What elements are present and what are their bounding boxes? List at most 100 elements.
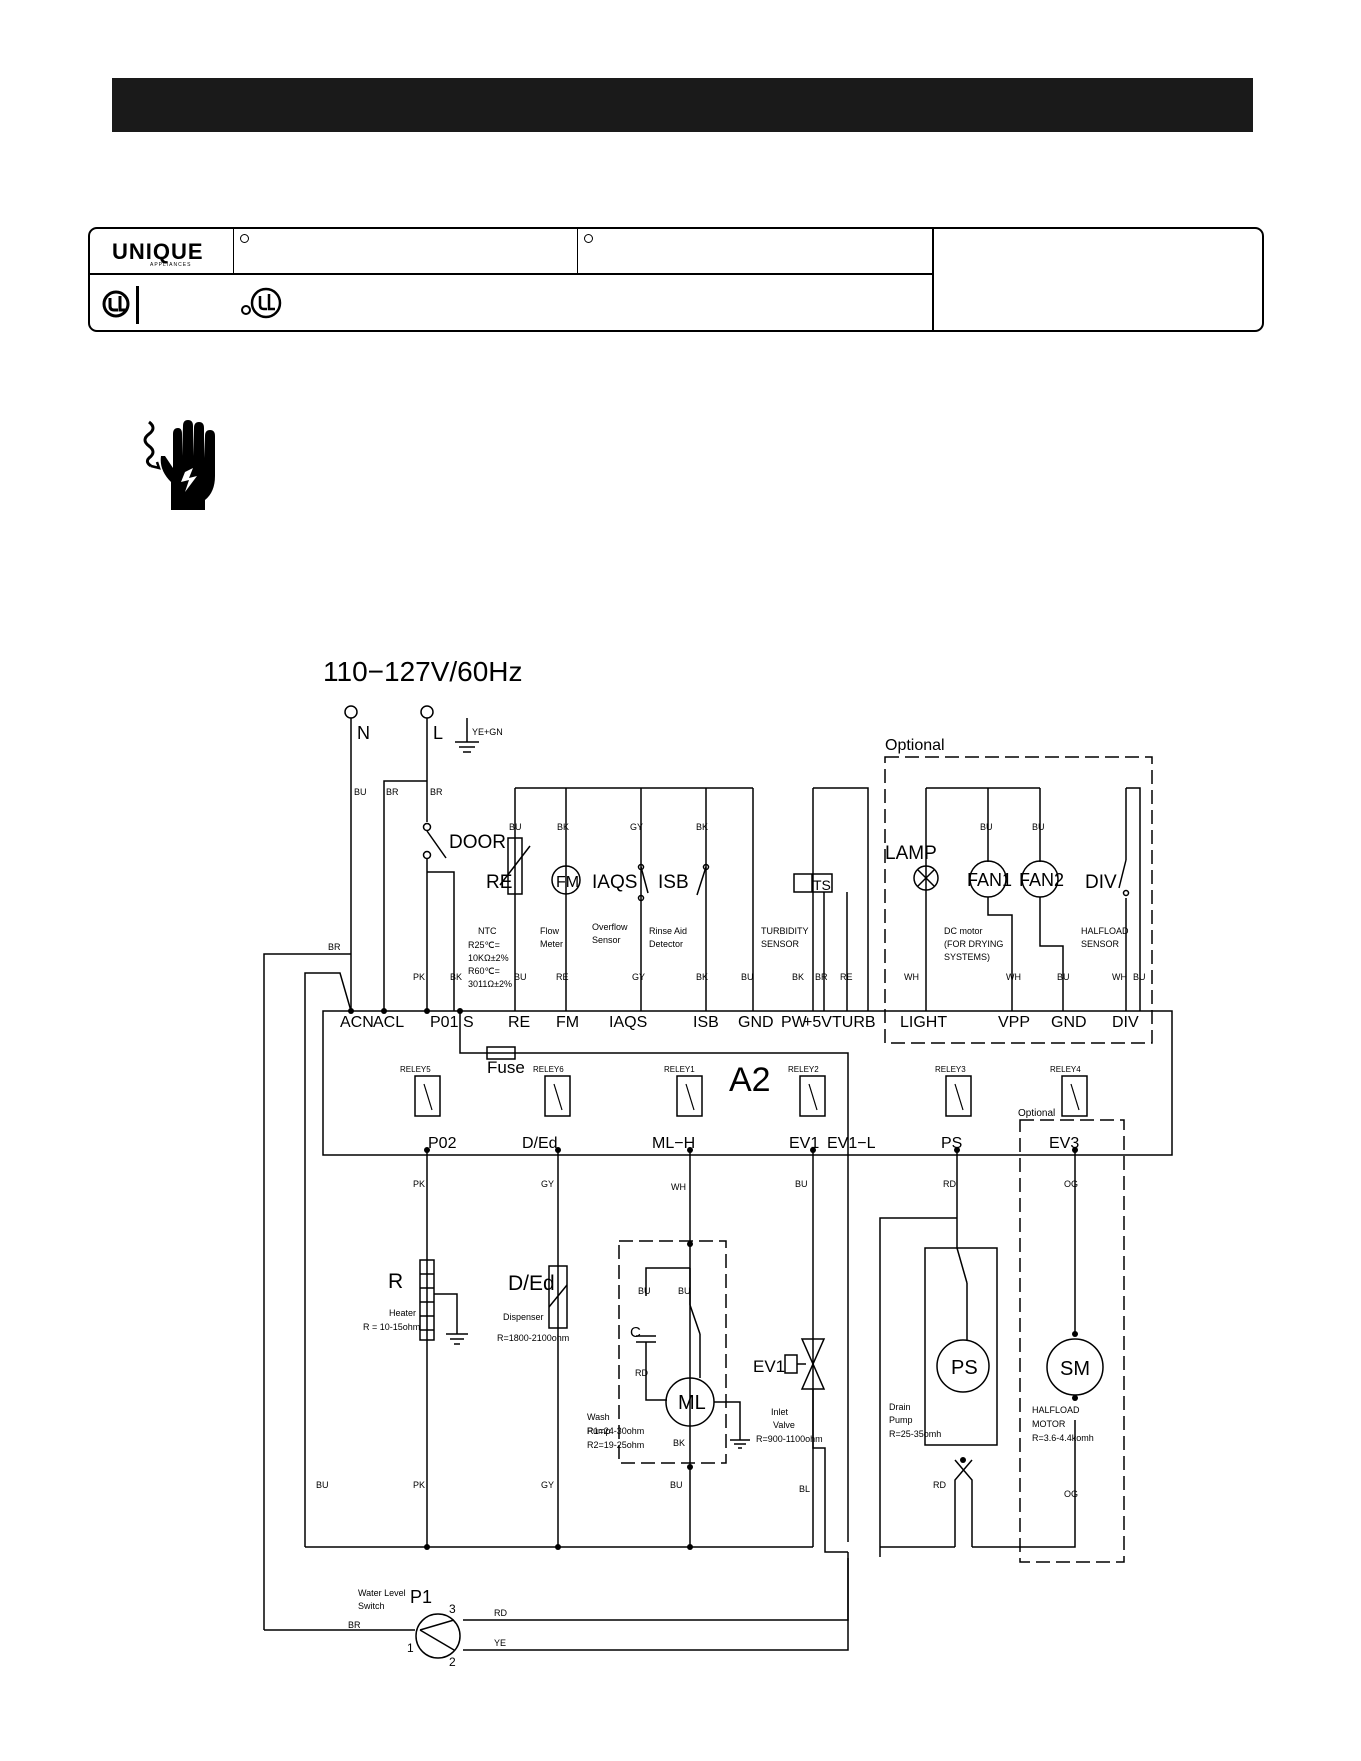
terminal-label: EV1 [789, 1135, 819, 1152]
wire-color-label: BU [638, 1286, 651, 1296]
brand-logo-sub: APPLIANCES [150, 262, 192, 268]
heater-symbol [419, 1259, 435, 1341]
header-divider [233, 229, 234, 273]
terminal-label: IAQS [609, 1014, 647, 1031]
wire-color-label: WH [904, 972, 919, 982]
wire-color-label: OG [1064, 1489, 1078, 1499]
component-label: P1 [410, 1587, 432, 1607]
description-text: Overflow [592, 922, 628, 932]
component-label: IAQS [592, 872, 637, 893]
wire-color-label: RD [494, 1608, 507, 1618]
description-text: Wash [587, 1412, 610, 1422]
description-text: Heater [389, 1308, 416, 1318]
description-text: Drain [889, 1402, 911, 1412]
wire-color-label: WH [1006, 972, 1021, 982]
ring-icon [584, 234, 593, 243]
description-text: Pump [889, 1415, 913, 1425]
component-label: EV1 [753, 1357, 785, 1376]
wire-color-label: BU [514, 972, 527, 982]
ul-listed-icon [102, 290, 130, 318]
title-bar [112, 78, 1253, 132]
relay-label: RELEY1 [664, 1065, 695, 1074]
terminal-label: TURB [832, 1014, 876, 1031]
wire-color-label: BR [328, 942, 341, 952]
relay3 [945, 1075, 972, 1117]
wire-color-label: PK [413, 1179, 425, 1189]
wire-color-label: RE [556, 972, 569, 982]
optional-box-top [884, 756, 1153, 1044]
wire-color-label: RD [933, 1480, 946, 1490]
wire-color-label: BK [557, 822, 569, 832]
description-text: Flow [540, 926, 560, 936]
certification-icons [102, 286, 282, 324]
description-text: MOTOR [1032, 1419, 1066, 1429]
wire-color-label: BK [450, 972, 462, 982]
optional-box-bottom [1019, 1119, 1125, 1563]
header-divider [577, 229, 578, 273]
wire-color-label: BU [678, 1286, 691, 1296]
wire-color-label: BU [509, 822, 522, 832]
wire-color-label: BU [741, 972, 754, 982]
door-switch-contact [422, 822, 432, 832]
description-text: Valve [773, 1420, 795, 1430]
wire-color-label: BR [348, 1620, 361, 1630]
description-text: Switch [358, 1601, 385, 1611]
board-label: A2 [729, 1061, 771, 1099]
wire-color-label: RD [943, 1179, 956, 1189]
component-label: PS [951, 1357, 978, 1379]
dispenser-symbol [548, 1265, 568, 1329]
description-text: Detector [649, 939, 683, 949]
description-text: Water Level [358, 1588, 406, 1598]
ring-icon [240, 234, 249, 243]
description-text: TURBIDITY [761, 926, 809, 936]
pin-label: 3 [449, 1602, 456, 1616]
wire-color-label: RE [840, 972, 853, 982]
wire-color-label: BU [316, 1480, 329, 1490]
optional-label: Optional [1018, 1108, 1055, 1119]
component-label: FM [556, 874, 579, 891]
wire-color-label: WH [671, 1182, 686, 1192]
header-box: UNIQUE APPLIANCES [88, 227, 1264, 332]
wire-color-label: BU [795, 1179, 808, 1189]
relay6 [544, 1075, 571, 1117]
description-text: SENSOR [1081, 939, 1120, 949]
wire-color-label: OG [1064, 1179, 1078, 1189]
wire-color-label: BU [1057, 972, 1070, 982]
terminal-label: FM [556, 1014, 579, 1031]
description-text: 10KΩ±2% [468, 953, 509, 963]
header-divider [90, 273, 932, 275]
description-text: R=900-1100ohm [756, 1434, 823, 1444]
fuse-label: Fuse [487, 1058, 525, 1077]
wire-color-label: BR [815, 972, 828, 982]
component-label: TS [813, 877, 831, 893]
terminal-label: PW [781, 1014, 808, 1031]
relay4 [1061, 1075, 1088, 1117]
description-text: (FOR DRYING [944, 939, 1003, 949]
description-text: R60℃= [468, 966, 500, 976]
drain-pump-symbol [936, 1339, 990, 1393]
wire-color-label: BU [670, 1480, 683, 1490]
divider-bar [136, 286, 139, 324]
terminal-label: LIGHT [900, 1014, 947, 1031]
terminal-label: RE [508, 1014, 530, 1031]
description-text: DC motor [944, 926, 983, 936]
terminal-label: S [463, 1014, 474, 1031]
wire-color-label: BU [980, 822, 993, 832]
component-label: C [630, 1324, 641, 1341]
description-text: Inlet [771, 1407, 789, 1417]
terminal-label: ISB [693, 1014, 719, 1031]
wire-color-label: BU [354, 787, 367, 797]
optional-label: Optional [885, 737, 945, 754]
water-level-switch-symbol [415, 1613, 461, 1659]
wire-color-label: BK [696, 972, 708, 982]
component-label: SM [1060, 1358, 1090, 1380]
wire-color-label: YE [494, 1638, 506, 1648]
description-text: R25℃= [468, 940, 500, 950]
description-text: HALFLOAD [1032, 1405, 1080, 1415]
description-text: SENSOR [761, 939, 800, 949]
terminal-label: P02 [428, 1135, 457, 1152]
terminal-label: D/Ed [522, 1135, 558, 1152]
wire-color-label: BK [792, 972, 804, 982]
neutral-label: N [357, 723, 370, 743]
terminal-label: DIV [1112, 1014, 1139, 1031]
